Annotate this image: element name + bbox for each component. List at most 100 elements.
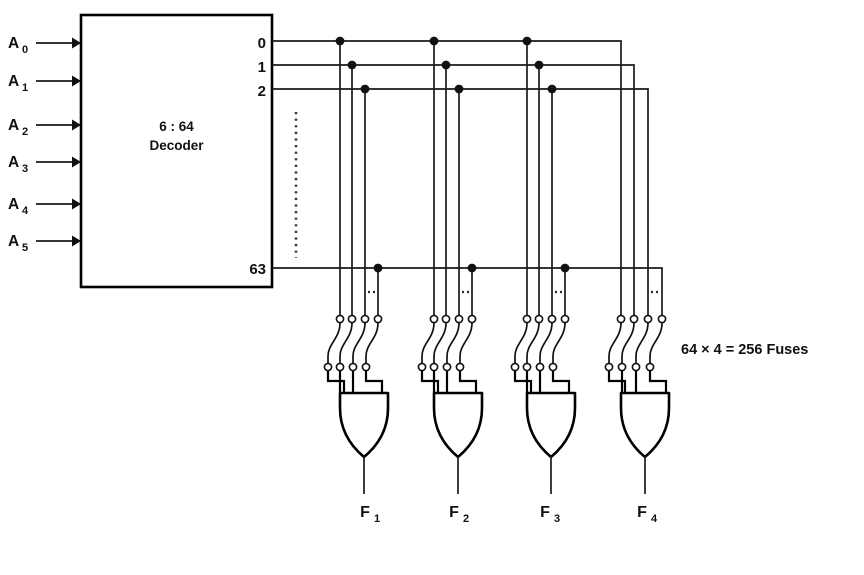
input-a1-label: A	[8, 73, 19, 90]
junction-dot	[454, 84, 464, 94]
fuse-link	[621, 322, 635, 364]
fuse-node	[360, 314, 370, 324]
fuse-node	[335, 314, 345, 324]
junction-dot	[373, 263, 383, 273]
fuse-bank-group-2	[417, 314, 478, 392]
input-a0: A 0	[8, 35, 81, 56]
decoder-input-group: A 0 A 1 A 2 A 3	[8, 35, 81, 254]
output-port-63-label: 63	[249, 261, 266, 278]
fuse-bank-group-3	[510, 314, 571, 392]
fuse-node	[631, 362, 641, 372]
fuse-node	[548, 362, 558, 372]
column-drops-group-1	[339, 41, 379, 318]
or-gate-body	[525, 391, 577, 459]
fuse-node	[522, 362, 532, 372]
or-gate-body	[619, 391, 671, 459]
junction-dots	[335, 36, 570, 273]
or-gate-3: F 3	[525, 391, 577, 525]
word-line-0	[272, 40, 622, 318]
fuse-node	[616, 314, 626, 324]
fuse-node	[467, 314, 477, 324]
fuse-link	[339, 322, 353, 364]
word-line-2	[272, 88, 649, 318]
fuse-link	[526, 322, 540, 364]
fuse-node	[617, 362, 627, 372]
decoder-output-labels: 0 1 2 63	[249, 35, 266, 278]
fuse-link	[365, 322, 379, 364]
input-a1: A 1	[8, 73, 81, 94]
fuse-link	[327, 322, 341, 364]
fuse-link	[514, 322, 528, 364]
column-drops-group-2	[433, 41, 473, 318]
input-a5-sub: 5	[22, 242, 28, 254]
gate-input-step	[551, 371, 571, 392]
gate-input-step	[420, 371, 440, 392]
output-f1-sub: 1	[374, 513, 380, 525]
fuse-node	[604, 362, 614, 372]
decoder-title-line2: Decoder	[149, 138, 204, 153]
fuse-bank-group-4	[604, 314, 668, 392]
fuse-bank-group-1	[323, 314, 384, 392]
output-f4-label: F	[637, 504, 647, 521]
or-gate-1: F 1	[338, 391, 390, 525]
gate-input-step	[648, 371, 668, 392]
fuse-link	[539, 322, 553, 364]
output-f1-label: F	[360, 504, 370, 521]
fuse-link	[608, 322, 622, 364]
junction-dot	[441, 60, 451, 70]
output-f3-sub: 3	[554, 513, 560, 525]
fuse-node	[347, 314, 357, 324]
word-line-63	[272, 267, 663, 318]
junction-dot	[560, 263, 570, 273]
junction-dot	[522, 36, 532, 46]
fuse-node	[560, 314, 570, 324]
decoder-title-line1: 6 : 64	[159, 119, 194, 134]
fuse-link	[352, 322, 366, 364]
input-a3-arrowhead	[72, 156, 81, 168]
or-gate-2: F 2	[432, 391, 484, 525]
fuse-node	[348, 362, 358, 372]
gate-input-step	[326, 371, 346, 392]
junction-dot	[335, 36, 345, 46]
fuse-node	[323, 362, 333, 372]
fuse-node	[417, 362, 427, 372]
fuse-node	[373, 314, 383, 324]
word-lines	[272, 40, 663, 318]
input-a1-sub: 1	[22, 82, 28, 94]
fuse-node	[510, 362, 520, 372]
input-a2-label: A	[8, 117, 19, 134]
junction-dot	[467, 263, 477, 273]
input-a0-arrowhead	[72, 37, 81, 49]
fuse-link	[433, 322, 447, 364]
word-line-1	[272, 64, 635, 318]
fuse-link	[635, 322, 649, 364]
gate-input-step	[607, 371, 627, 392]
fuse-count-note: 64 × 4 = 256 Fuses	[681, 342, 808, 358]
gate-input-step	[458, 371, 478, 392]
junction-dot	[347, 60, 357, 70]
input-a2: A 2	[8, 117, 81, 138]
output-f2-sub: 2	[463, 513, 469, 525]
fuse-node	[547, 314, 557, 324]
decoder-box-outline	[79, 13, 274, 289]
fuse-link	[446, 322, 460, 364]
input-a4-sub: 4	[22, 205, 29, 217]
input-a5: A 5	[8, 233, 81, 254]
fuse-node	[534, 314, 544, 324]
fuse-node	[429, 314, 439, 324]
output-f3-label: F	[540, 504, 550, 521]
or-gate-4: F 4	[619, 391, 671, 525]
fuse-link	[552, 322, 566, 364]
fuse-node	[441, 314, 451, 324]
fuse-node	[522, 314, 532, 324]
or-gate-body	[432, 391, 484, 459]
input-a5-arrowhead	[72, 235, 81, 247]
output-port-1-label: 1	[258, 59, 266, 76]
decoder-block: 6 : 64 Decoder	[79, 13, 274, 289]
input-a2-arrowhead	[72, 119, 81, 131]
input-a1-arrowhead	[72, 75, 81, 87]
fuse-node	[629, 314, 639, 324]
fuse-node	[455, 362, 465, 372]
